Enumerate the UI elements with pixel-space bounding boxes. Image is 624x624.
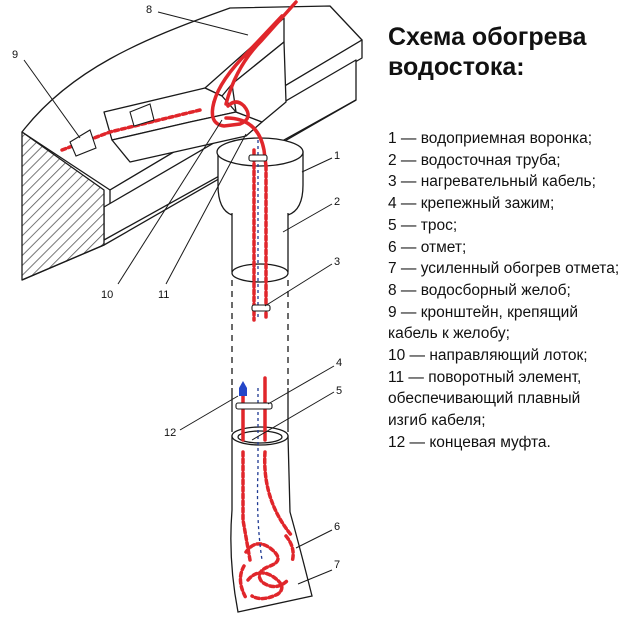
fasteners xyxy=(69,103,273,410)
callout-2: 2 xyxy=(334,196,340,208)
legend-item: 6 — отмет; xyxy=(388,238,467,256)
callout-5: 5 xyxy=(336,385,342,397)
callout-6: 6 xyxy=(334,521,340,533)
legend-item: 7 — усиленный обогрев отмета; xyxy=(388,260,620,278)
legend-list: 1 — водоприемная воронка; 2 — водосточна… xyxy=(388,128,620,454)
pipe-upper xyxy=(232,213,288,273)
cable-turn-arc xyxy=(224,116,268,168)
callout-3: 3 xyxy=(334,256,340,268)
legend-item: 10 — направляющий лоток; xyxy=(388,347,588,365)
clamp-icon xyxy=(248,154,268,162)
clamp-icon xyxy=(235,402,273,410)
callout-12: 12 xyxy=(164,427,176,439)
pipe-lower-rim-inner xyxy=(237,430,283,444)
funnel-rim xyxy=(216,137,304,167)
cable-gutter-loop xyxy=(210,100,250,128)
support-rope xyxy=(256,140,263,561)
callout-1: 1 xyxy=(334,150,340,162)
legend-item: 11 — поворотный элемент, обеспечивающий … xyxy=(388,368,582,430)
cable-pipe-descent xyxy=(252,148,268,322)
callout-8: 8 xyxy=(146,4,152,16)
diagram-title-line-2: водостока: xyxy=(388,53,525,81)
callout-7: 7 xyxy=(334,559,340,571)
pipe-upper-end xyxy=(231,263,289,283)
bracket-icon xyxy=(129,103,155,127)
legend-item: 5 — трос; xyxy=(388,216,458,234)
legend-item: 12 — концевая муфта. xyxy=(388,433,551,451)
callout-labels: 8 9 1 2 3 10 11 4 5 12 6 7 xyxy=(12,4,342,571)
legend-item: 9 — кронштейн, крепящий кабель к желобу; xyxy=(388,303,579,343)
callout-10: 10 xyxy=(101,289,113,301)
pipe-outlet-body xyxy=(230,435,313,613)
callout-11: 11 xyxy=(158,289,169,301)
bracket-icon xyxy=(69,129,97,157)
callout-4: 4 xyxy=(336,357,342,369)
drip-reinforced-heating xyxy=(238,534,295,601)
legend-item: 2 — водосточная труба; xyxy=(388,151,561,169)
cable-outlet-descent xyxy=(241,450,294,562)
cable-roof-run xyxy=(212,0,298,106)
end-sleeve-icon xyxy=(239,381,247,396)
legend-item: 3 — нагревательный кабель; xyxy=(388,173,596,191)
callout-9: 9 xyxy=(12,49,18,61)
gutter-right-wall xyxy=(231,41,287,123)
legend-item: 1 — водоприемная воронка; xyxy=(388,130,593,147)
diagram-title-line-1: Схема обогрева xyxy=(388,23,587,51)
diagram-title: Схема обогрева водостока: xyxy=(388,22,618,82)
leader-lines xyxy=(23,11,335,585)
legend-item: 4 — крепежный зажим; xyxy=(388,195,555,213)
legend-item: 8 — водосборный желоб; xyxy=(388,281,571,299)
clamp-icon xyxy=(251,304,271,312)
